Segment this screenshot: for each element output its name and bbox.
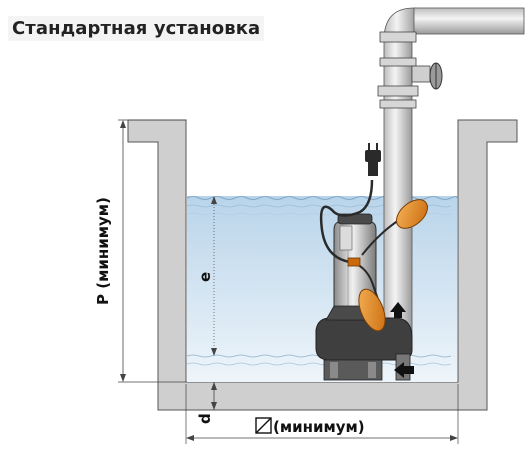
dimension-p [118,119,186,383]
p-min-label: P (минимум) [94,197,112,305]
power-plug-icon [365,143,381,176]
float-clamp [347,257,361,267]
valve-wheel-icon [411,62,443,90]
discharge-pipe [377,7,525,339]
arrow-up-icon [390,302,406,318]
diameter-square-icon [255,417,272,434]
dimension-e [211,196,217,356]
dimension-width [185,384,459,444]
float-switch-upper [396,199,428,229]
float-switch-lower [358,288,386,332]
e-label: e [196,272,214,282]
d-label: d [196,413,214,424]
width-min-label: (минимум) [273,418,365,436]
dimension-d [211,382,217,410]
page-title: Стандартная установка [8,16,265,41]
arrow-left-icon [394,362,414,378]
